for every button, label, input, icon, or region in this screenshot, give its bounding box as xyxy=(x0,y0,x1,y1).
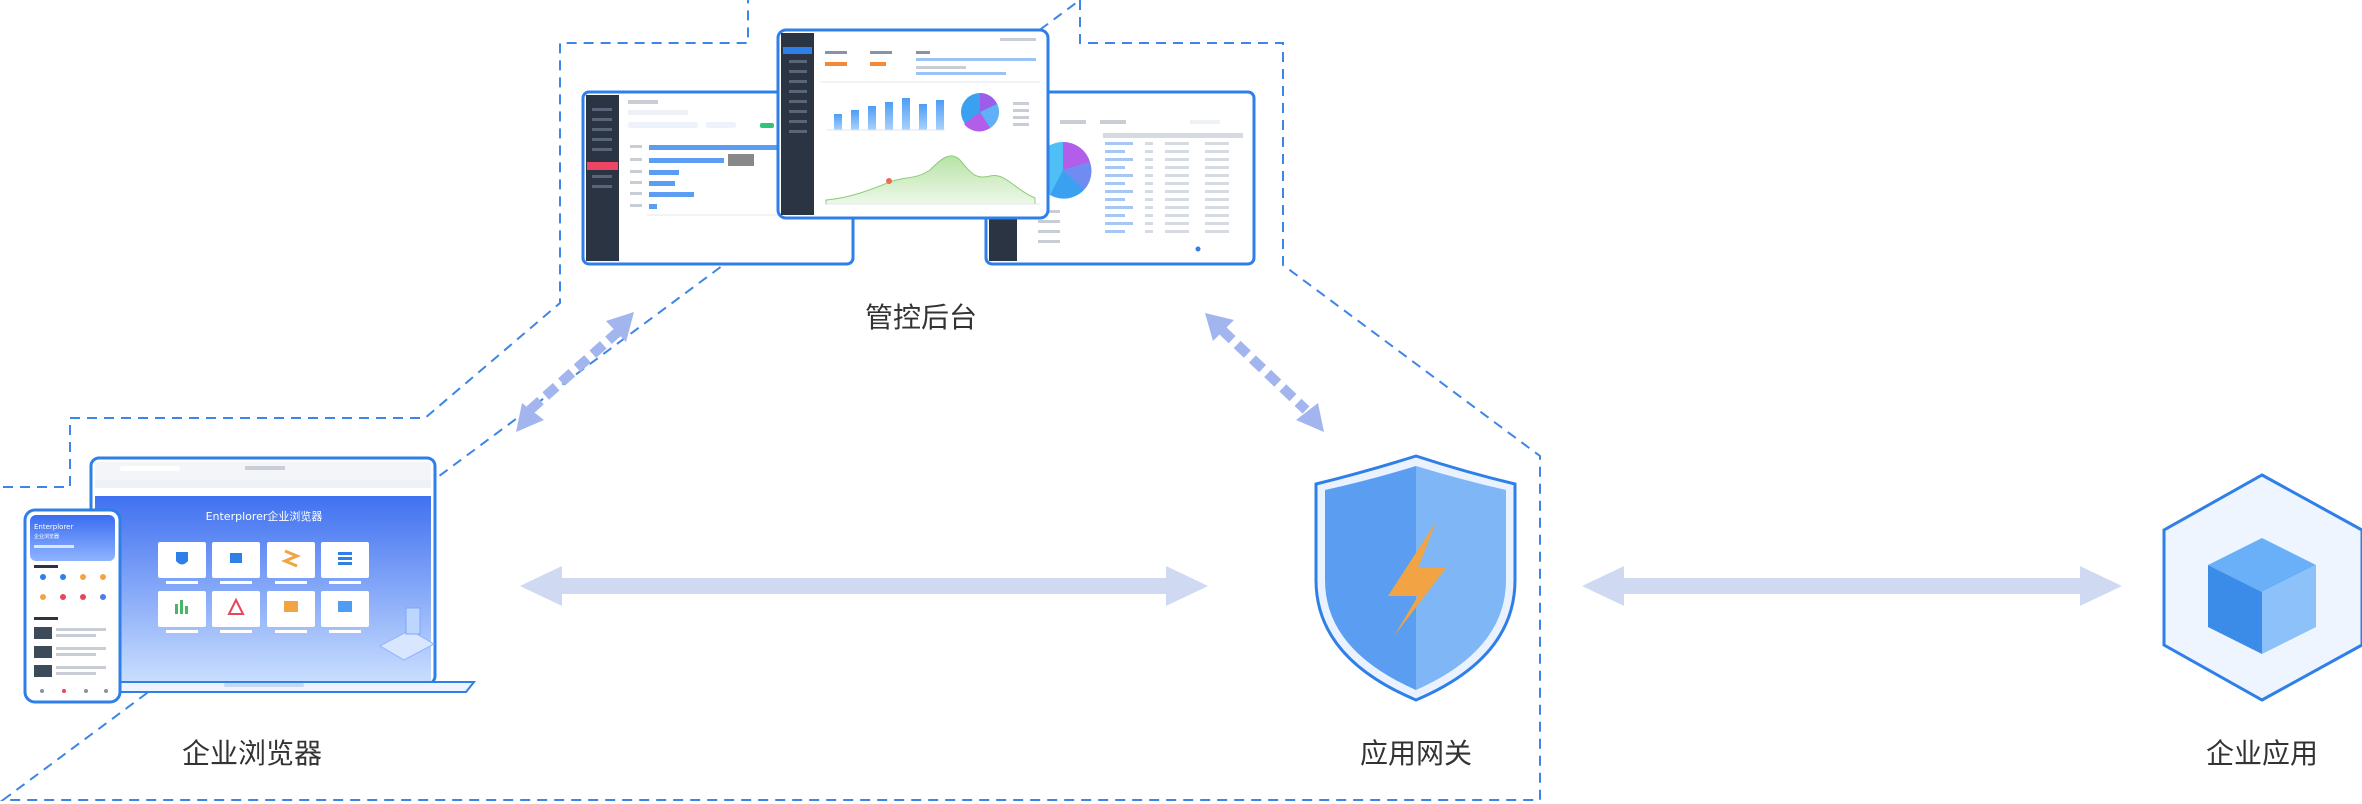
mobile-app-subtitle: 企业浏览器 xyxy=(34,533,59,540)
console-screen-front xyxy=(776,28,1050,220)
enterprise-app xyxy=(2162,473,2362,702)
management-label: 管控后台 xyxy=(865,301,977,334)
console-screen-left xyxy=(581,90,855,266)
browser-app-tiles xyxy=(158,542,369,633)
console-bar-chart xyxy=(834,98,944,130)
enterprise-browser: Enterplorer 企业浏览器 xyxy=(23,456,477,704)
enterprise-app-label: 企业应用 xyxy=(2206,737,2318,770)
system-boundary xyxy=(0,0,1541,801)
browser-hero-title: Enterplorer企业浏览器 xyxy=(206,509,323,523)
gateway-label: 应用网关 xyxy=(1360,737,1472,770)
browser-label: 企业浏览器 xyxy=(182,737,322,770)
console-browser-link xyxy=(516,312,634,432)
laptop-illustration: Enterplorer企业浏览器 xyxy=(57,456,477,693)
mobile-app-name: Enterplorer xyxy=(34,523,73,531)
browser-gateway-arrow xyxy=(520,566,1208,606)
mobile-illustration: Enterplorer 企业浏览器 xyxy=(23,508,122,704)
management-console xyxy=(581,28,1256,266)
application-gateway xyxy=(1314,454,1517,702)
shield-lightning-icon xyxy=(1314,454,1517,702)
gateway-app-arrow xyxy=(1582,566,2122,606)
console-area-chart xyxy=(825,155,1036,205)
console-small-pie xyxy=(961,93,999,132)
console-gateway-link xyxy=(1205,313,1324,432)
cube-hexagon-icon xyxy=(2162,473,2362,702)
